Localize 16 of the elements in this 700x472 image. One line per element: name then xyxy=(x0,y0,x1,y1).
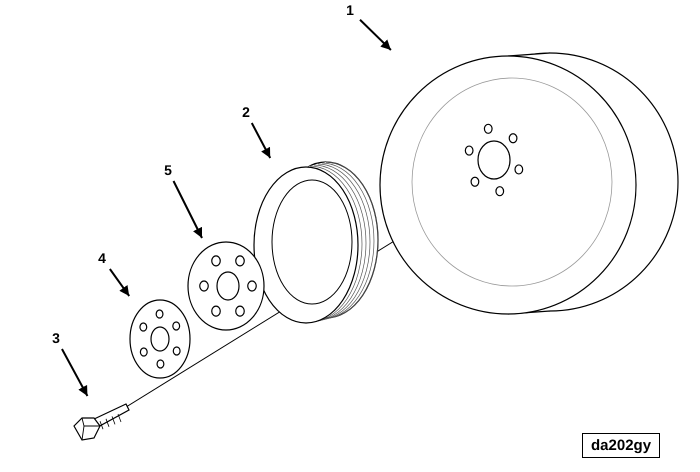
callout-number: 2 xyxy=(238,103,254,121)
spacer-drawing xyxy=(129,299,191,379)
leader-arrow xyxy=(109,268,130,297)
plate-drawing xyxy=(187,241,265,331)
callout-number: 3 xyxy=(48,329,64,347)
callout-number: 1 xyxy=(342,1,358,19)
callout-number: 4 xyxy=(94,249,110,267)
leader-arrow xyxy=(172,180,203,238)
pulley-drawing xyxy=(253,161,379,324)
damper-drawing xyxy=(379,52,679,315)
bolt-drawing xyxy=(73,403,130,441)
leader-arrow xyxy=(61,348,88,396)
leader-arrow xyxy=(250,122,272,158)
figure-code: da202gy xyxy=(582,433,660,458)
leader-arrow xyxy=(359,19,392,51)
callout-number: 5 xyxy=(160,161,176,179)
